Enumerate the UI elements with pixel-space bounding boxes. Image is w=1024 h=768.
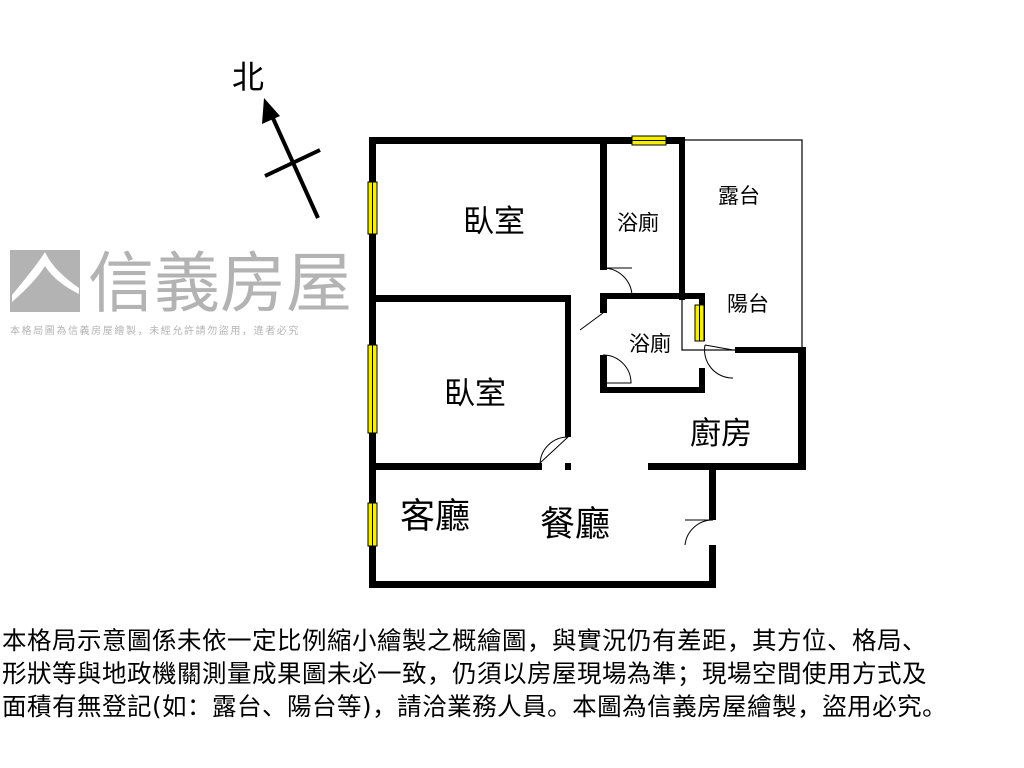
disclaimer-line: 面積有無登記(如：露台、陽台等)，請洽業務人員。本圖為信義房屋繪製，盜用必究。 [2,692,948,721]
compass-label: 北 [232,58,264,96]
doors [539,267,734,546]
room-label-bedroom-1: 臥室 [463,204,525,240]
floor-plan: 信義房屋 本格局圖為信義房屋繪製，未經允許請勿盜用，違者必究 北 [10,58,806,588]
room-label-kitchen: 廚房 [690,416,752,452]
room-label-bath-2: 浴廁 [629,332,671,356]
disclaimer-line: 本格局示意圖係未依一定比例縮小繪製之概繪圖，與實況仍有差距，其方位、格局、 [2,626,927,655]
watermark-brand: 信義房屋 [88,245,352,322]
room-label-dining: 餐廳 [540,505,610,545]
disclaimer-line: 形狀等與地政機關測量成果圖未必一致，仍須以房屋現場為準；現場空間使用方式及 [2,659,927,688]
room-label-terrace: 露台 [718,184,760,208]
disclaimer: 本格局示意圖係未依一定比例縮小繪製之概繪圖，與實況仍有差距，其方位、格局、 形狀… [2,624,1024,723]
room-label-bedroom-2: 臥室 [444,376,506,412]
north-arrow-icon [262,98,321,219]
watermark-logo [10,250,80,312]
watermark-notice: 本格局圖為信義房屋繪製，未經允許請勿盜用，違者必究 [10,324,300,337]
room-label-bath-1: 浴廁 [617,211,659,235]
windows [367,135,705,547]
room-label-balcony: 陽台 [727,292,769,316]
watermark: 信義房屋 本格局圖為信義房屋繪製，未經允許請勿盜用，違者必究 [10,245,352,337]
room-label-living: 客廳 [400,497,470,537]
